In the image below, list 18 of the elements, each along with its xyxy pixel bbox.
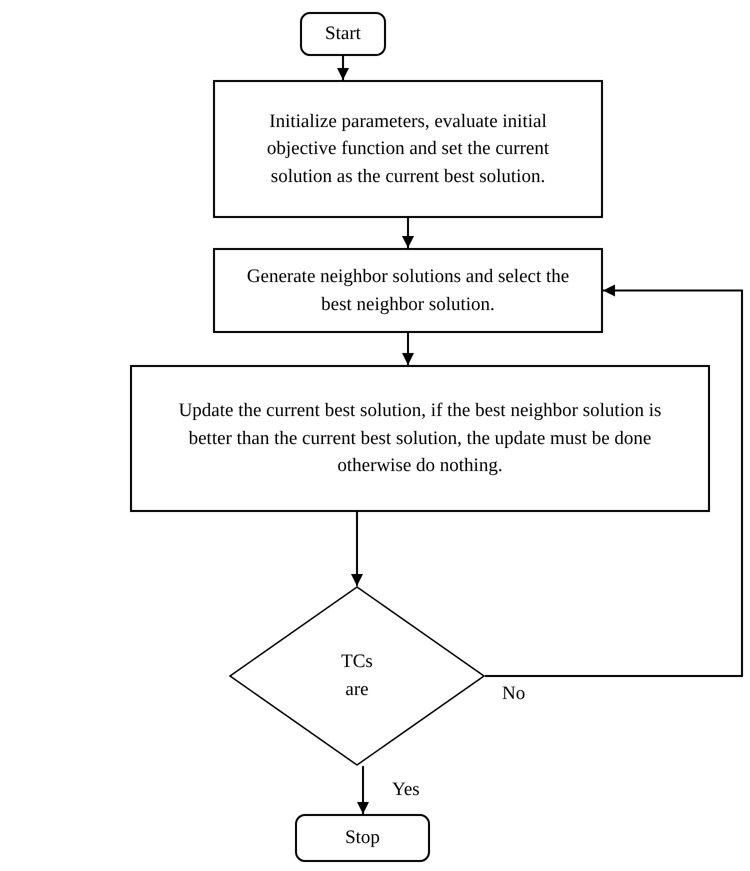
process-box (213, 248, 603, 333)
arrow (402, 333, 414, 365)
process-box (130, 365, 710, 512)
node-text: Generate neighbor solutions and select the best neighbor solution. (246, 264, 570, 316)
arrow (351, 512, 363, 586)
arrow (402, 218, 414, 248)
process-box (213, 80, 603, 218)
arrow (337, 56, 349, 80)
terminal-box (300, 12, 386, 56)
node-text: Stop (345, 826, 380, 850)
arrow (485, 284, 743, 677)
node-text: Update the current best solution, if the best neighbor solution is better than the current best solution, the update must be done otherwise do nothing. (178, 399, 662, 478)
node-text: Start (325, 22, 361, 46)
node-text: TCs are (340, 650, 374, 702)
terminal-box (295, 814, 430, 862)
arrow (357, 766, 369, 814)
node-text: Initialize parameters, evaluate initial objective function and set the current solution as the current best solution. (266, 110, 550, 189)
decision-diamond (229, 586, 485, 766)
